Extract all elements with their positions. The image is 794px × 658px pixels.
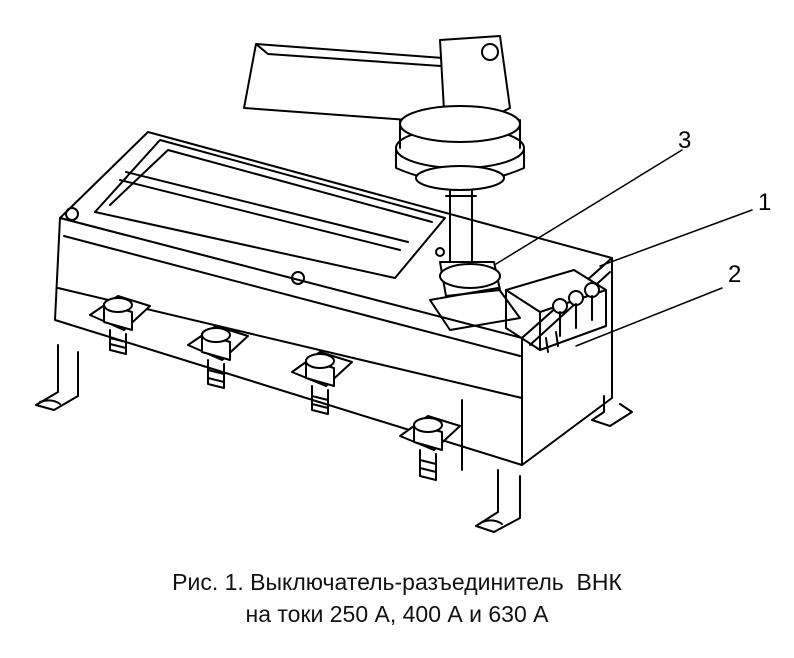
mounting-foot-left — [35, 344, 79, 411]
leader-line-1 — [599, 209, 753, 267]
caption-line-1: Рис. 1. Выключатель-разъединитель ВНК — [172, 569, 622, 595]
callout-label-2: 2 — [728, 261, 741, 288]
leader-line-3 — [495, 149, 683, 265]
leader-line-2 — [575, 287, 723, 347]
rotary-handle — [243, 35, 525, 331]
switch-disconnector-drawing: 3 1 2 — [35, 35, 771, 533]
terminal-bolt-4 — [399, 399, 463, 481]
callout-label-1: 1 — [758, 189, 771, 216]
figure-caption: Рис. 1. Выключатель-разъединитель ВНК на… — [0, 566, 794, 630]
terminal-bolt-1 — [89, 295, 151, 355]
terminal-bolt-2 — [187, 325, 249, 389]
leader-lines — [495, 149, 753, 347]
terminal-bolt-3 — [291, 351, 353, 415]
auxiliary-contact-block — [505, 269, 607, 353]
mounting-foot-right-front — [475, 469, 521, 533]
mounting-foot-right-rear — [591, 395, 633, 427]
callout-label-3: 3 — [678, 127, 691, 154]
caption-line-2: на токи 250 А, 400 А и 630 А — [245, 601, 549, 627]
